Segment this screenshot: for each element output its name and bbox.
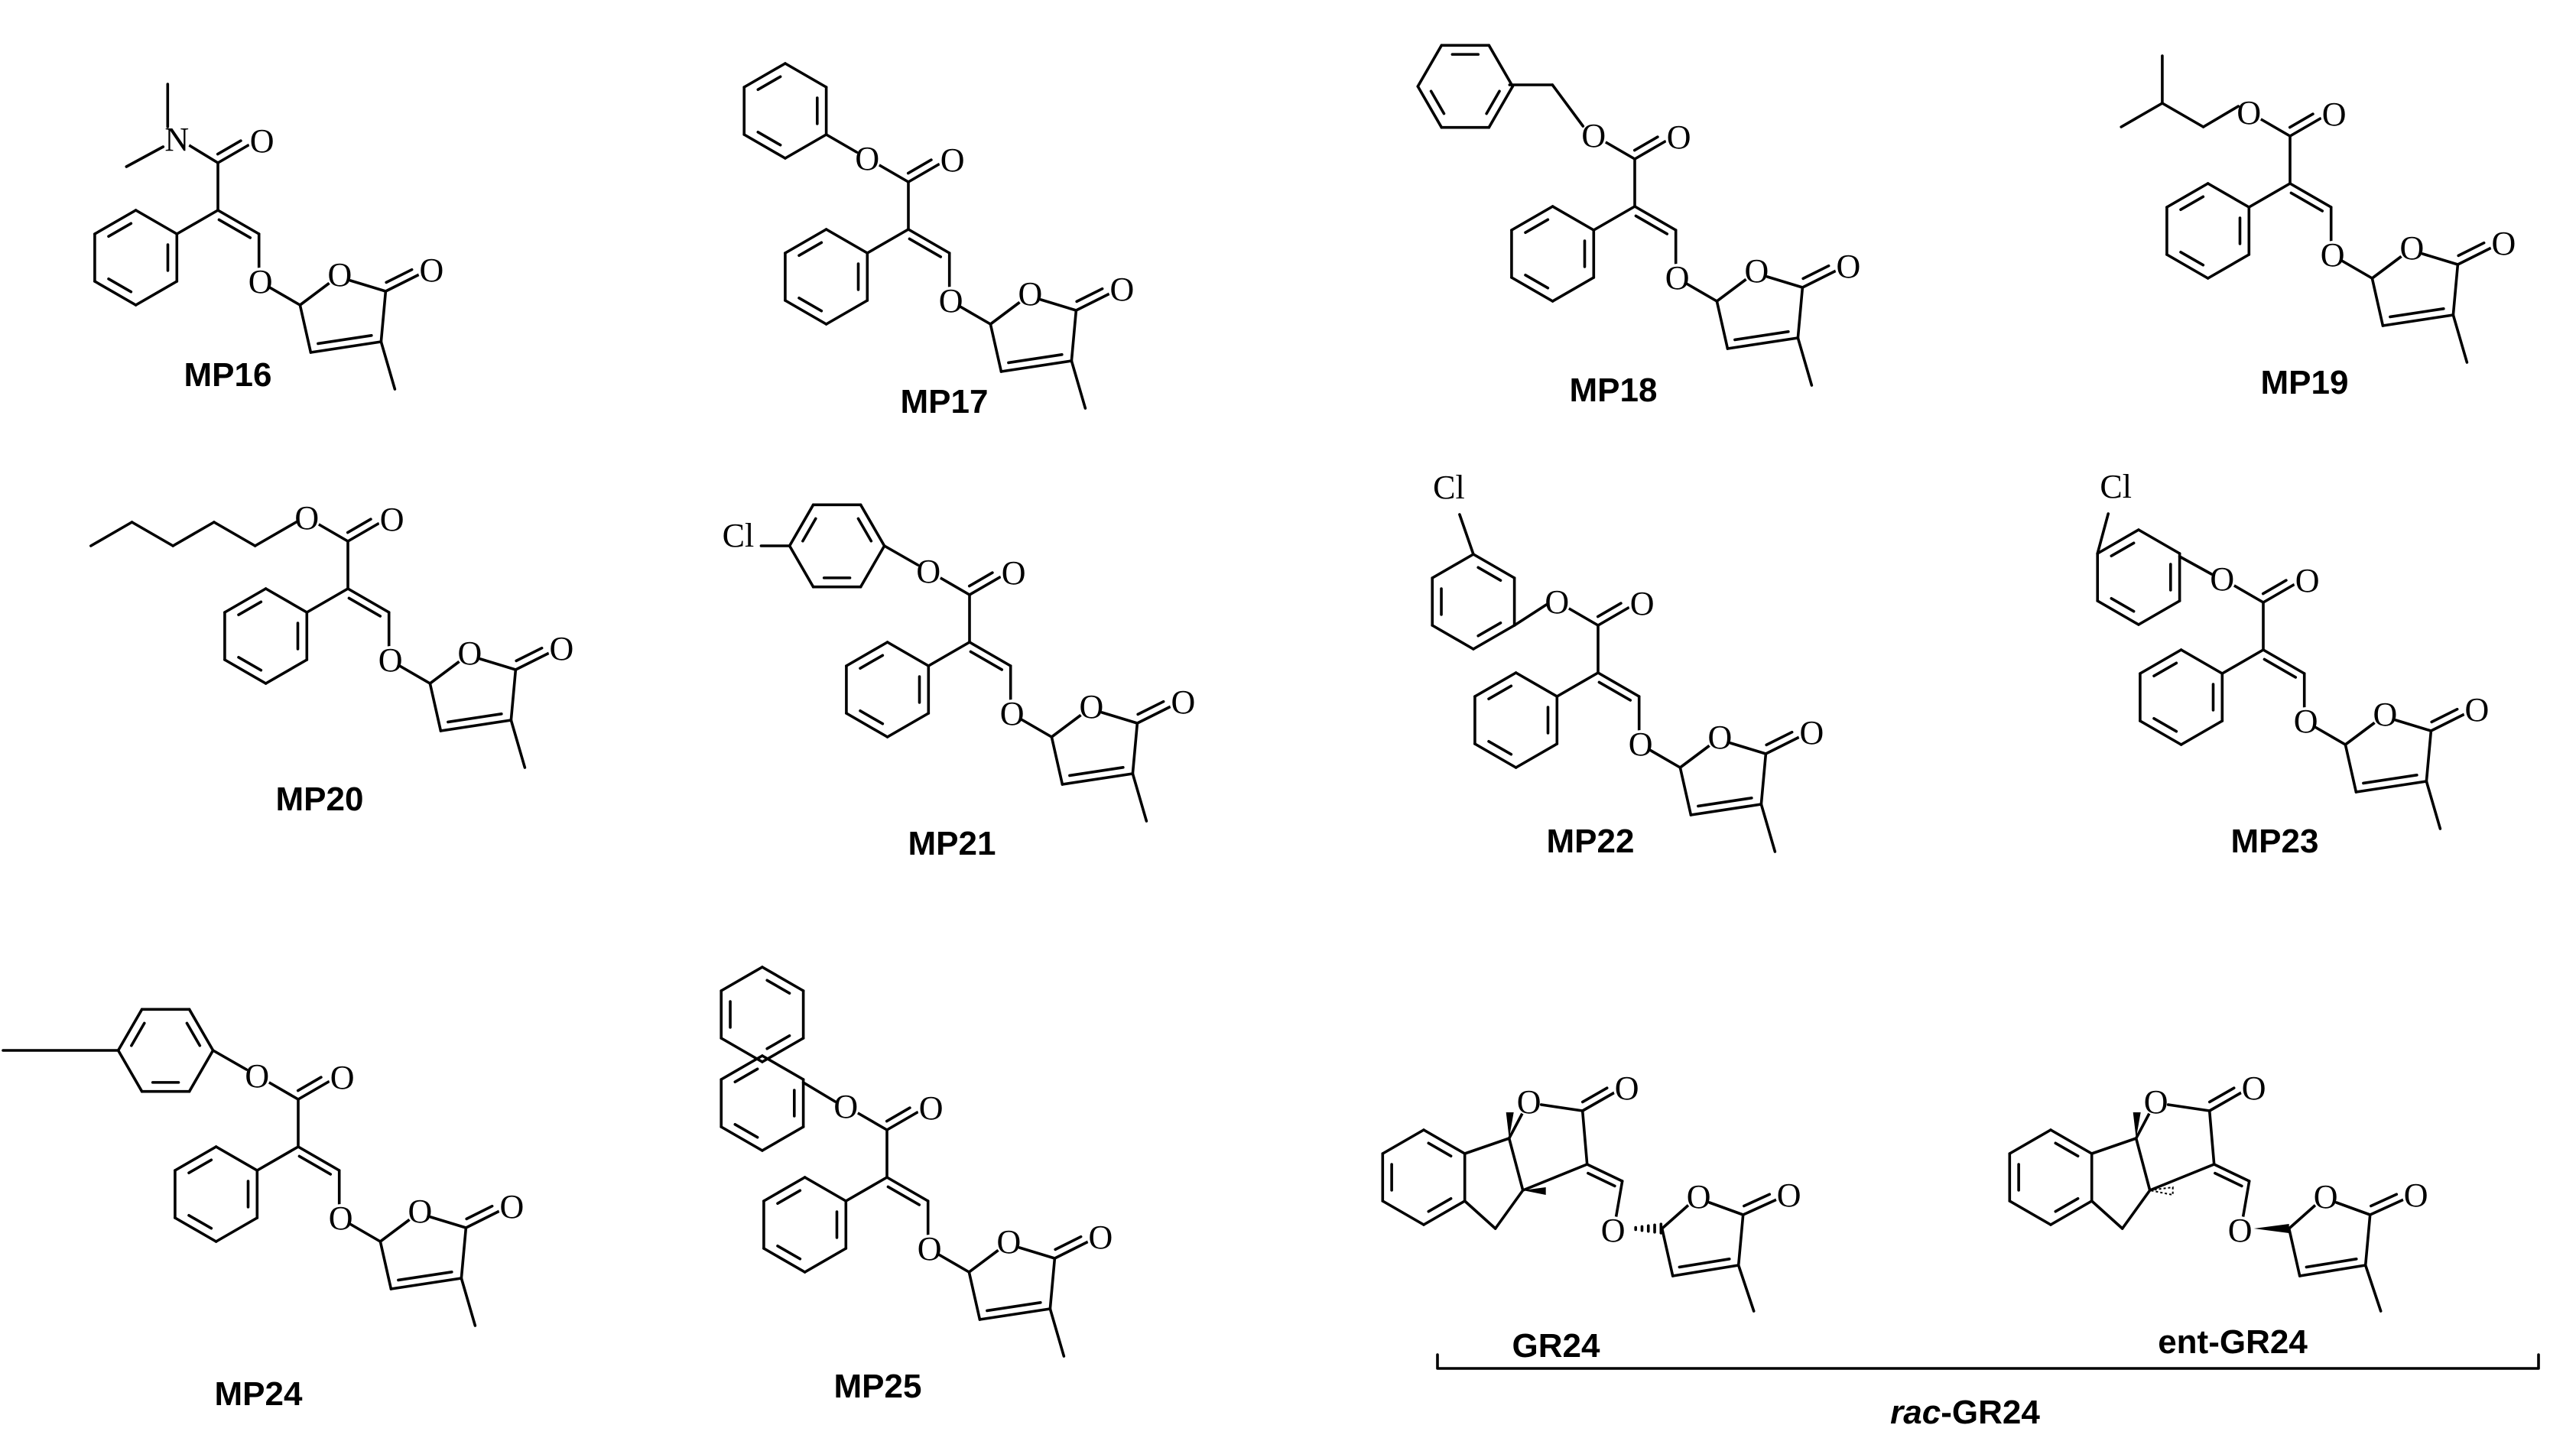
mp18-lactone-o: O xyxy=(1836,248,1860,285)
mp20-ring-o: O xyxy=(457,635,482,672)
gr24-lactone-carbonyl-o: O xyxy=(1615,1070,1639,1107)
mp23-structure: O O O O O Cl xyxy=(2096,468,2491,830)
mp23-ether-o: O xyxy=(2294,703,2318,740)
ent-gr24-lactone-carbonyl-o: O xyxy=(2242,1070,2266,1107)
mp23-chloro: Cl xyxy=(2100,468,2132,505)
ent-gr24-lactone-ring-o: O xyxy=(2144,1083,2168,1121)
compound-label-mp22: MP22 xyxy=(1547,823,1635,860)
gr24-butenolide-ring-o: O xyxy=(1687,1178,1711,1216)
mp17-lactone-o: O xyxy=(1109,271,1134,308)
gr24-butenolide-carbonyl-o: O xyxy=(1777,1177,1801,1214)
mp24-lactone-o: O xyxy=(499,1188,524,1225)
mp17-ring-o: O xyxy=(1018,275,1042,313)
rac-gr24-group: O O O O O O O O O O xyxy=(1381,1070,2540,1370)
gr24-lactone-ring-o: O xyxy=(1517,1083,1541,1121)
mp22-structure: O O O O O Cl xyxy=(1431,469,1826,853)
mp22-chloro: Cl xyxy=(1433,469,1465,506)
mp18-carbonyl-o: O xyxy=(1667,118,1691,156)
mp23-lactone-o: O xyxy=(2464,691,2489,729)
compound-label-mp20: MP20 xyxy=(276,781,364,818)
mp16-ring-o: O xyxy=(327,256,352,294)
mp18-ether-o: O xyxy=(1665,259,1690,297)
mp22-lactone-o: O xyxy=(1799,714,1824,751)
mp17-structure: O O O O O xyxy=(742,62,1136,410)
mp24-ester-o: O xyxy=(245,1057,269,1095)
mp17-ether-o: O xyxy=(939,282,963,320)
mp21-ether-o: O xyxy=(1000,695,1025,732)
mp25-ester-o: O xyxy=(833,1088,858,1125)
mp23-ester-o: O xyxy=(2210,560,2234,598)
compound-label-mp24: MP24 xyxy=(215,1375,303,1413)
ent-gr24-label: ent-GR24 xyxy=(2158,1323,2308,1361)
compound-label-mp16: MP16 xyxy=(184,356,272,394)
mp16-carbonyl-o: O xyxy=(250,122,274,160)
compound-label-mp23: MP23 xyxy=(2231,823,2319,860)
mp24-ether-o: O xyxy=(329,1199,353,1237)
mp24-carbonyl-o: O xyxy=(330,1059,355,1096)
ent-gr24-structure: O O O O O xyxy=(2008,1070,2430,1313)
mp22-ring-o: O xyxy=(1707,719,1732,756)
mp21-chloro: Cl xyxy=(723,517,755,554)
mp19-ether-o: O xyxy=(2321,236,2345,274)
mp25-ether-o: O xyxy=(918,1230,942,1268)
compound-label-mp21: MP21 xyxy=(908,825,996,862)
mp18-structure: O O O O O xyxy=(1416,44,1863,387)
mp16-ether-o: O xyxy=(249,263,273,300)
mp22-ether-o: O xyxy=(1629,725,1653,763)
mp25-lactone-o: O xyxy=(1088,1219,1113,1256)
mp20-carbonyl-o: O xyxy=(380,501,404,538)
rac-suffix: -GR24 xyxy=(1941,1394,2040,1431)
mp19-ring-o: O xyxy=(2399,229,2424,267)
mp21-lactone-o: O xyxy=(1171,683,1195,721)
compound-label-mp17: MP17 xyxy=(901,383,989,420)
mp19-ester-o: O xyxy=(2237,94,2261,131)
compound-label-mp19: MP19 xyxy=(2261,364,2349,401)
gr24-label: GR24 xyxy=(1512,1327,1600,1365)
gr24-structure: O O O O O xyxy=(1381,1070,1803,1313)
mp20-ester-o: O xyxy=(294,499,319,537)
mp16-lactone-o: O xyxy=(419,252,443,289)
mp18-ester-o: O xyxy=(1581,117,1606,154)
mp21-structure: O O O O O Cl xyxy=(723,503,1197,823)
rac-gr24-label: rac-GR24 xyxy=(1890,1394,2040,1431)
mp25-ring-o: O xyxy=(996,1223,1021,1261)
mp22-carbonyl-o: O xyxy=(1630,585,1655,622)
mp17-ester-o: O xyxy=(855,140,879,177)
ent-gr24-butenolide-carbonyl-o: O xyxy=(2404,1177,2428,1214)
gr24-ether-o: O xyxy=(1601,1212,1626,1249)
mp19-lactone-o: O xyxy=(2491,225,2516,262)
mp21-carbonyl-o: O xyxy=(1002,554,1026,592)
mp24-ring-o: O xyxy=(408,1193,432,1230)
mp18-ring-o: O xyxy=(1744,252,1769,290)
mp20-lactone-o: O xyxy=(549,630,573,667)
ent-gr24-butenolide-ring-o: O xyxy=(2314,1178,2338,1216)
mp19-carbonyl-o: O xyxy=(2322,96,2347,133)
compound-label-mp25: MP25 xyxy=(834,1368,922,1405)
mp22-ester-o: O xyxy=(1545,583,1569,621)
mp25-structure: O O O O O xyxy=(720,966,1115,1358)
compound-label-mp18: MP18 xyxy=(1570,372,1658,409)
mp21-ring-o: O xyxy=(1079,688,1103,725)
rac-prefix: rac xyxy=(1890,1394,1941,1431)
ent-gr24-ether-o: O xyxy=(2228,1212,2253,1249)
mp23-ring-o: O xyxy=(2373,696,2397,733)
mp25-carbonyl-o: O xyxy=(919,1089,944,1127)
mp21-ester-o: O xyxy=(916,553,940,590)
mp23-carbonyl-o: O xyxy=(2295,562,2320,599)
rac-bracket xyxy=(1436,1353,2540,1370)
mp19-structure: O O O O O xyxy=(2120,54,2518,364)
mp20-ether-o: O xyxy=(378,641,403,679)
mp24-structure: O O O O O xyxy=(2,1008,526,1327)
mp20-structure: O O O O O xyxy=(89,499,576,769)
mp17-carbonyl-o: O xyxy=(940,141,965,179)
